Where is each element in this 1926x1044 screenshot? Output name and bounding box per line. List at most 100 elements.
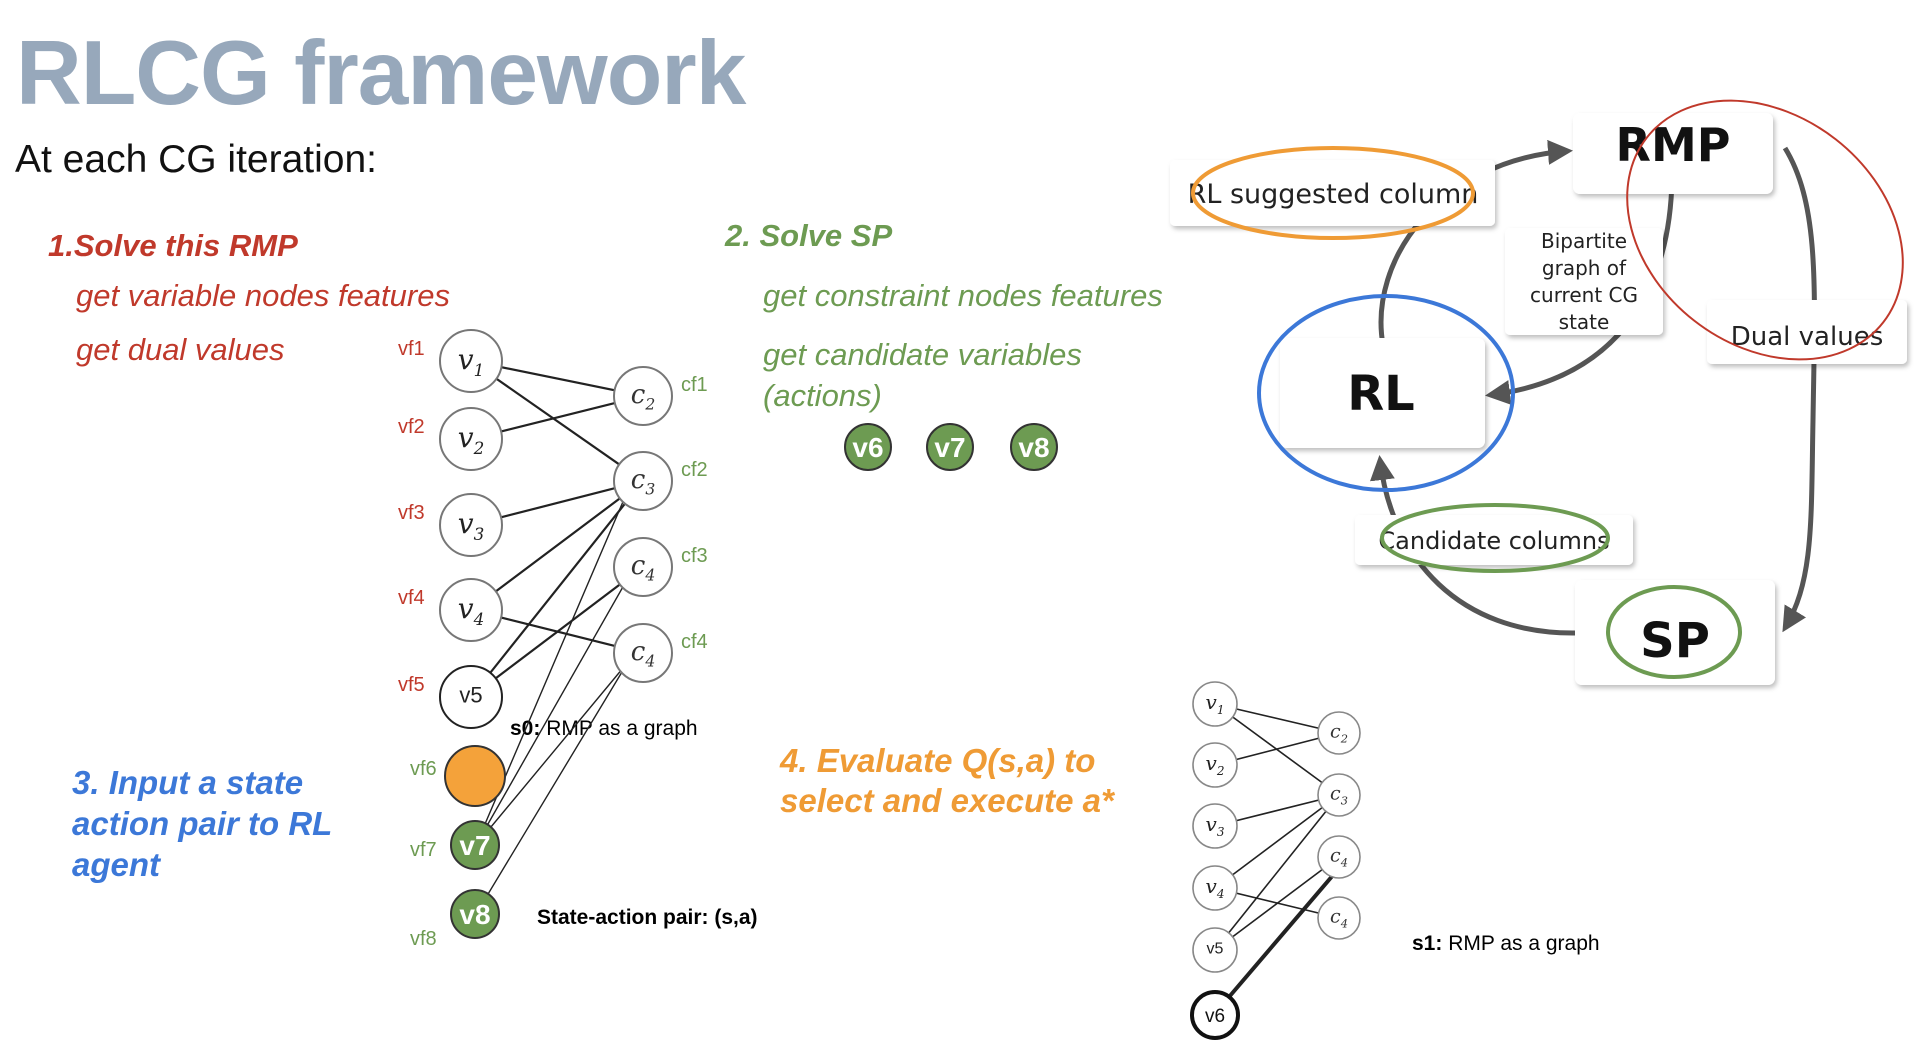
g2-constraint-node-label: c2 [1330, 721, 1348, 746]
g2-new-node-label: v6 [1205, 1006, 1225, 1027]
g1-action-feature: vf7 [410, 839, 437, 861]
step3-line2: action pair to RL [72, 805, 333, 842]
candidates-box [1355, 515, 1633, 565]
g1-variable-node [439, 665, 503, 729]
graph1: v1vf1v2vf2v3vf3v4vf4v5vf5c2cf1c3cf2c4cf3… [398, 329, 708, 950]
g1-action-node [450, 820, 500, 870]
candidate-node [926, 423, 974, 471]
g1-constraint-node [613, 623, 673, 683]
g1-variable-feature: vf1 [398, 338, 425, 360]
step2-title: 2. Solve SP [725, 218, 893, 253]
step4-line1: 4. Evaluate Q(s,a) to [780, 742, 1096, 779]
step2-line2b: (actions) [763, 378, 882, 413]
bipartite-line1: Bipartite [1541, 229, 1627, 253]
g1-variable-node [439, 493, 503, 557]
g1-action-edge [475, 661, 629, 915]
g2-variable-node [1192, 742, 1238, 788]
g2-variable-node [1192, 927, 1238, 973]
g1-constraint-node [613, 366, 673, 426]
arrow-rmp-to-sp [1782, 146, 1817, 633]
g1-action-feature: vf6 [410, 758, 437, 780]
g1-variable-node-label: v4 [458, 592, 485, 629]
g1-constraint-node-label: c4 [631, 551, 655, 585]
step4-line2: select and execute a* [780, 782, 1114, 819]
dual-label: Dual values [1731, 322, 1883, 352]
rl-box [1280, 338, 1485, 448]
g2-new-node [1190, 990, 1240, 1040]
g1-constraint-node-label: c3 [631, 465, 656, 499]
g2-variable-node-label: v1 [1206, 690, 1225, 717]
graph1-nodes: v1vf1v2vf2v3vf3v4vf4v5vf5c2cf1c3cf2c4cf3… [398, 329, 708, 950]
step3-line3: agent [72, 846, 161, 883]
g1-variable-feature: vf3 [398, 502, 425, 524]
g1-constraint-node-label: c4 [631, 637, 655, 671]
g2-constraint-node [1317, 773, 1361, 817]
rl-suggested-label: RL suggested column [1188, 179, 1479, 210]
dual-highlight [1626, 99, 1904, 361]
g2-variable-node [1192, 803, 1238, 849]
candidate-node-label: v6 [852, 432, 883, 463]
rl-highlight [1257, 294, 1515, 492]
bipartite-line2: graph of [1542, 256, 1627, 280]
g1-constraint-feature: cf1 [681, 374, 708, 396]
g1-variable-node [439, 329, 503, 393]
rl-label: RL [1347, 366, 1415, 422]
g1-action-node [450, 889, 500, 939]
g1-constraint-feature: cf4 [681, 631, 708, 653]
sp-highlight [1606, 585, 1742, 679]
step2-line2a: get candidate variables [763, 337, 1082, 372]
subtitle: At each CG iteration: [15, 138, 378, 181]
g1-variable-node-label: v2 [458, 421, 485, 458]
g1-constraint-feature: cf3 [681, 545, 708, 567]
g2-constraint-node-label: c3 [1330, 783, 1348, 808]
g2-constraint-node-label: c4 [1330, 906, 1348, 931]
rmp-label: RMP [1616, 118, 1731, 172]
candidate-node [1010, 423, 1058, 471]
bipartite-box [1505, 228, 1663, 335]
g1-constraint-node [613, 537, 673, 597]
rmp-box [1573, 113, 1773, 194]
g1-edge [470, 480, 644, 698]
g2-constraint-node [1317, 896, 1361, 940]
g1-variable-feature: vf4 [398, 587, 425, 609]
sp-label: SP [1640, 613, 1710, 669]
rl-suggested-box [1170, 160, 1495, 226]
g1-action-feature: vf8 [410, 928, 437, 950]
cycle-diagram: RL suggested column Bipartite graph of c… [1170, 99, 1907, 685]
g2-constraint-node [1317, 711, 1361, 755]
g1-variable-node [439, 407, 503, 471]
g1-variable-node-label: v1 [458, 343, 485, 380]
g1-variable-feature: vf5 [398, 674, 425, 696]
g1-action-node-label: v8 [459, 899, 490, 930]
step1-line2: get dual values [76, 332, 285, 367]
step1-title: 1.Solve this RMP [48, 228, 298, 263]
g1-action-edge [475, 661, 629, 846]
candidate-node [844, 423, 892, 471]
g1-edge [470, 360, 644, 482]
g1-variable-feature: vf2 [398, 416, 425, 438]
step3-line1: 3. Input a state [72, 764, 304, 801]
g1-variable-node [439, 578, 503, 642]
g1-action-node [444, 745, 506, 807]
g2-variable-node [1192, 681, 1238, 727]
bipartite-line3: current CG [1530, 283, 1638, 307]
graph2-caption: s1: RMP as a graph [1412, 932, 1600, 955]
candidates-highlight [1380, 503, 1610, 573]
g2-variable-node-label: v5 [1207, 941, 1224, 958]
g2-variable-node [1192, 865, 1238, 911]
g2-constraint-node [1317, 835, 1361, 879]
pair-caption: State-action pair: (s,a) [537, 906, 758, 929]
g2-edge [1214, 794, 1340, 951]
dual-box [1707, 300, 1907, 364]
g2-variable-node-label: v2 [1206, 751, 1225, 778]
g2-constraint-node-label: c4 [1330, 845, 1348, 870]
g1-action-edge [475, 577, 629, 846]
g1-edge [470, 480, 644, 611]
g2-variable-node-label: v3 [1206, 812, 1225, 839]
page-title: RLCG framework [16, 23, 746, 124]
step2-line1: get constraint nodes features [763, 278, 1163, 313]
